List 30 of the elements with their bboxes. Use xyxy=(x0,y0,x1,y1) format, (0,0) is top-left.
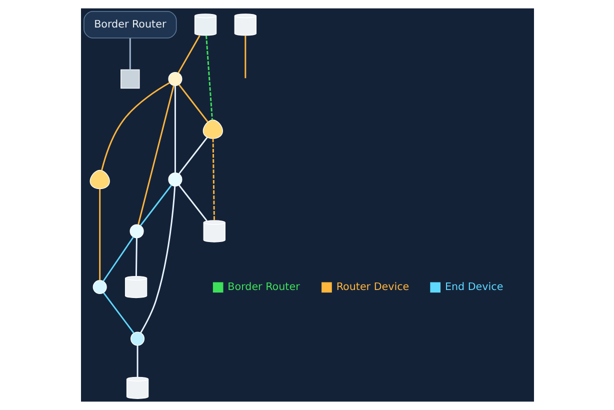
node-picture xyxy=(202,120,222,139)
connector xyxy=(98,188,100,280)
connector xyxy=(128,38,130,70)
legend-label: Border Router xyxy=(227,281,300,294)
legend-label: End Device xyxy=(444,281,503,294)
connector xyxy=(140,186,176,334)
node-circle xyxy=(168,172,182,187)
connector xyxy=(244,36,246,78)
legend-label: Router Device xyxy=(336,281,409,294)
connector xyxy=(136,346,138,377)
connector xyxy=(102,292,134,334)
connector xyxy=(102,236,134,282)
connector xyxy=(212,138,214,220)
connector xyxy=(177,35,200,74)
node-circle xyxy=(129,224,144,238)
connector xyxy=(205,35,213,120)
connector xyxy=(178,84,208,122)
connector xyxy=(178,136,208,174)
connector xyxy=(137,85,174,225)
node-box: Border Router xyxy=(83,11,176,38)
node-circle xyxy=(130,332,144,346)
node-box xyxy=(120,69,140,89)
connector xyxy=(134,238,137,276)
node-circle xyxy=(168,72,182,86)
node-circle xyxy=(92,280,106,294)
connector xyxy=(100,82,170,171)
node-picture xyxy=(89,170,110,190)
connector xyxy=(178,184,207,222)
connector xyxy=(140,184,172,226)
connector xyxy=(174,86,176,173)
